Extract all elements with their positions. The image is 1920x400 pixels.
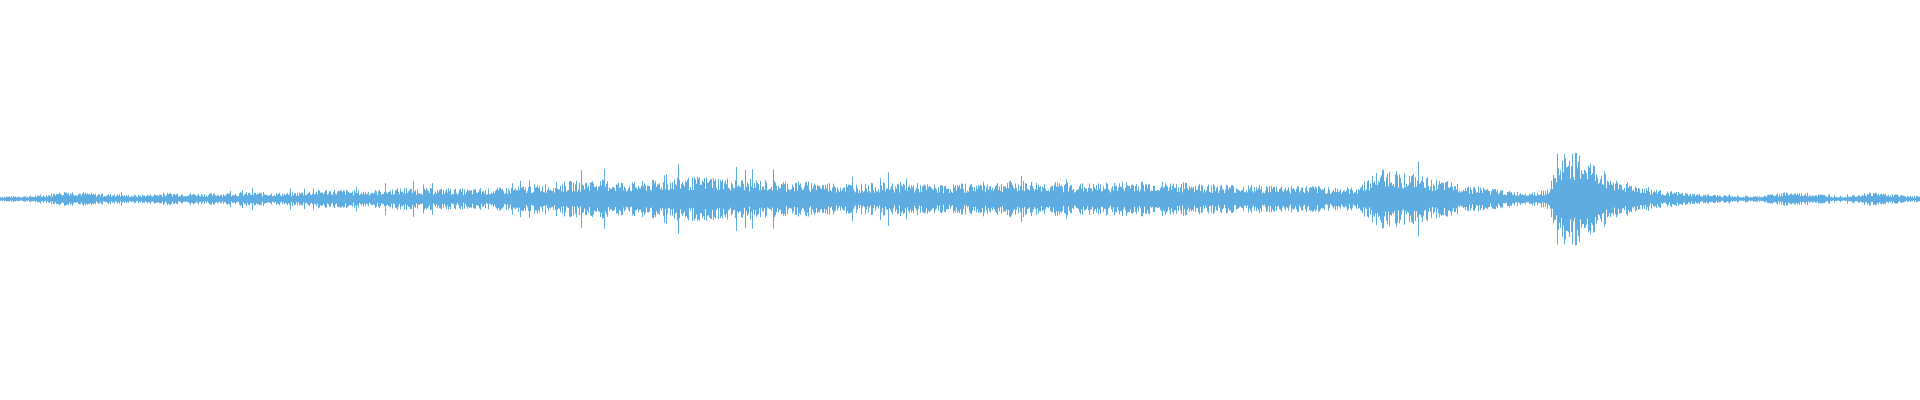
waveform-samples [0, 152, 1920, 246]
